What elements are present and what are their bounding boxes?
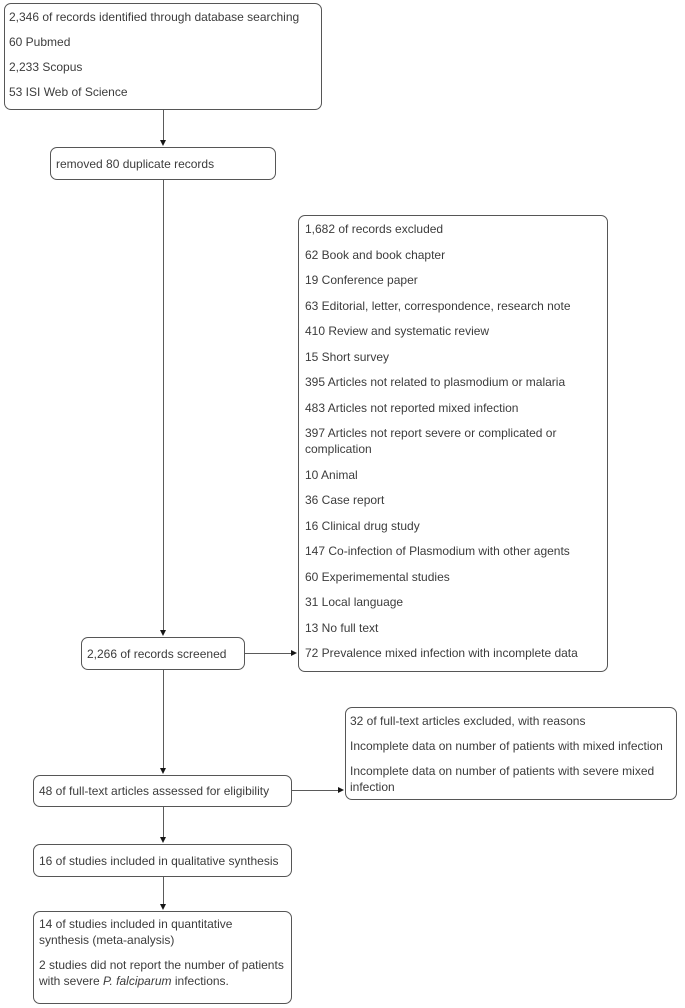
box-line: 60 Experimemental studies: [305, 569, 450, 584]
box-line: 60 Pubmed: [9, 35, 71, 49]
box-line: 31 Local language: [305, 595, 404, 609]
box-line: 397 Articles not report severe or compli…: [305, 426, 557, 456]
box-line: Incomplete data on number of patients wi…: [350, 739, 663, 753]
box-line: 32 of full-text articles excluded, with …: [350, 714, 586, 728]
box-line: removed 80 duplicate records: [56, 156, 215, 171]
quantitative-note-prefix: 2 studies did not report the number of p…: [39, 958, 284, 988]
box-line: 13 No full text: [305, 620, 379, 635]
box-line: 63 Editorial, letter, correspondence, re…: [305, 298, 571, 313]
box-line: 14 of studies included in quantitative s…: [39, 917, 233, 947]
connector-assessed-to-ft-excluded: [292, 790, 338, 791]
box-line: 62 Book and book chapter: [305, 247, 446, 262]
connector-assessed-to-qualitative: [163, 807, 164, 838]
box-line: 15 Short survey: [305, 349, 390, 364]
box-line: 72 Prevalence mixed infection with incom…: [305, 646, 578, 660]
box-line: 483 Articles not reported mixed infectio…: [305, 400, 519, 415]
connector-screened-to-assessed: [163, 670, 164, 769]
box-line: 2 studies did not report the number of p…: [39, 957, 285, 989]
box-fulltext-assessed: 48 of full-text articles assessed for el…: [33, 775, 292, 807]
box-line: 10 Animal: [305, 467, 358, 482]
arrowhead-right: [338, 787, 344, 793]
box-line: 410 Review and systematic review: [305, 324, 490, 338]
box-records-screened: 2,266 of records screened: [81, 637, 245, 670]
box-line: 1,682 of records excluded: [305, 222, 444, 236]
box-line: 19 Conference paper: [305, 273, 418, 287]
arrowhead-down: [160, 904, 166, 910]
box-line: 395 Articles not related to plasmodium o…: [305, 375, 566, 389]
box-line: 53 ISI Web of Science: [9, 85, 128, 99]
box-quantitative-synthesis: 14 of studies included in quantitative s…: [33, 911, 292, 1004]
box-line: 36 Case report: [305, 493, 385, 507]
box-records-excluded: 1,682 of records excluded 62 Book and boo…: [298, 215, 608, 672]
quantitative-note-suffix: infections.: [171, 974, 229, 988]
arrowhead-right: [291, 650, 297, 656]
box-line: 2,266 of records screened: [87, 646, 227, 661]
box-qualitative-synthesis: 16 of studies included in qualitative sy…: [33, 844, 292, 877]
arrowhead-down: [160, 140, 166, 146]
connector-duplicates-to-screened: [163, 180, 164, 631]
box-records-identified: 2,346 of records identified through data…: [4, 3, 322, 110]
species-name: P. falciparum: [103, 974, 172, 988]
connector-screened-to-excluded: [245, 653, 292, 654]
arrowhead-down: [160, 768, 166, 774]
box-line: 147 Co-infection of Plasmodium with othe…: [305, 544, 570, 558]
arrowhead-down: [160, 630, 166, 636]
box-duplicates-removed: removed 80 duplicate records: [50, 147, 276, 180]
connector-identified-to-duplicates: [163, 110, 164, 141]
box-line: 16 Clinical drug study: [305, 518, 420, 533]
box-line: 2,346 of records identified through data…: [9, 10, 300, 24]
arrowhead-down: [160, 837, 166, 843]
box-line: 2,233 Scopus: [9, 60, 83, 74]
box-line: 16 of studies included in qualitative sy…: [39, 853, 279, 868]
box-line: Incomplete data on number of patients wi…: [350, 764, 655, 794]
connector-qualitative-to-quantitative: [163, 877, 164, 905]
box-fulltext-excluded: 32 of full-text articles excluded, with …: [345, 707, 677, 800]
box-line: 48 of full-text articles assessed for el…: [39, 784, 270, 798]
